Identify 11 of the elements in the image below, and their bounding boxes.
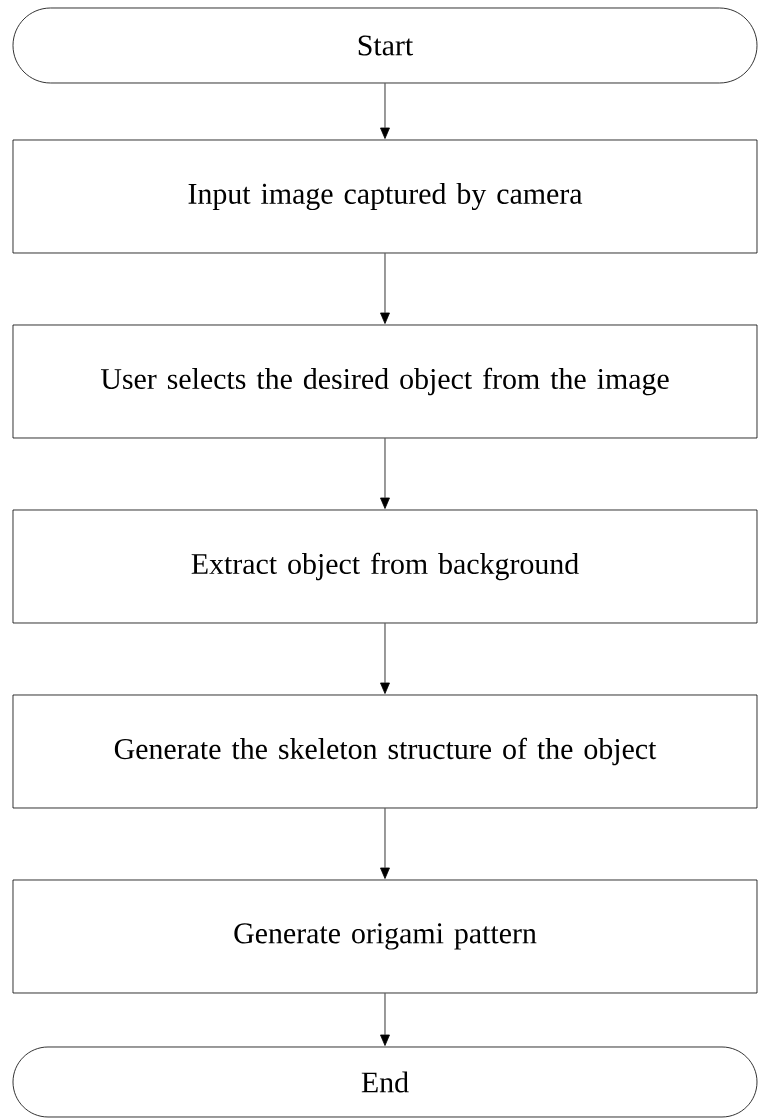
arrow [380,993,390,1046]
process-box: Input image captured by camera [12,139,758,254]
arrow [380,623,390,694]
process-box: Generate the skeleton structure of the object [12,694,758,809]
arrow [380,253,390,324]
process-box: Extract object from background [12,509,758,624]
arrow [380,438,390,509]
process-box: Generate origami pattern [12,879,758,994]
arrow [380,83,390,139]
arrow [380,808,390,879]
process-box: User selects the desired object from the image [12,324,758,439]
